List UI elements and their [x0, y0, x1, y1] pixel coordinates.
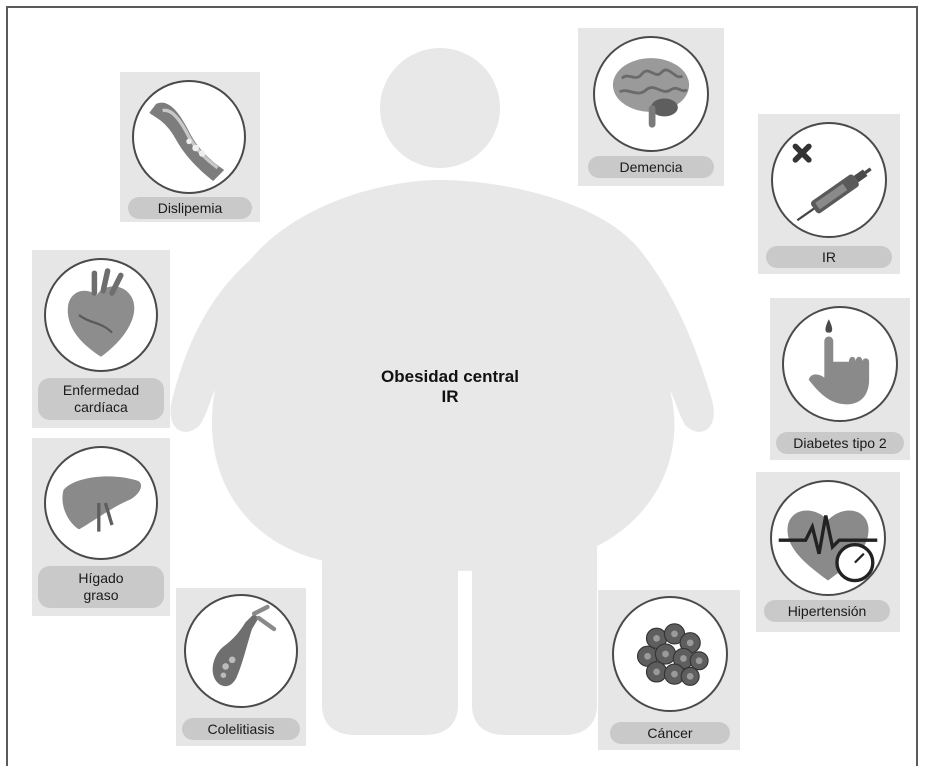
- label-higado-graso: Hígado graso: [38, 566, 164, 608]
- heart-gauge-icon: [770, 480, 886, 596]
- insulin-syringe-icon: [771, 122, 887, 238]
- silhouette-right-leg: [472, 540, 597, 735]
- card-demencia: Demencia: [578, 28, 724, 186]
- card-higado-graso: Hígado graso: [32, 438, 170, 616]
- brain-icon: [593, 36, 709, 152]
- label-hipertension: Hipertensión: [764, 600, 890, 622]
- silhouette-left-leg: [322, 540, 458, 735]
- card-diabetes: Diabetes tipo 2: [770, 298, 910, 460]
- center-title: Obesidad central IR: [300, 367, 600, 407]
- label-dislipemia: Dislipemia: [128, 197, 252, 219]
- label-cancer: Cáncer: [610, 722, 730, 744]
- heart-icon: [44, 258, 158, 372]
- card-enfermedad-cardiaca: Enfermedad cardíaca: [32, 250, 170, 428]
- center-title-line1: Obesidad central: [300, 367, 600, 387]
- label-demencia: Demencia: [588, 156, 714, 178]
- center-title-line2: IR: [300, 387, 600, 407]
- finger-blood-drop-icon: [782, 306, 898, 422]
- blood-vessel-icon: [132, 80, 246, 194]
- label-enfermedad-cardiaca: Enfermedad cardíaca: [38, 378, 164, 420]
- cancer-cells-icon: [612, 596, 728, 712]
- label-colelitiasis: Colelitiasis: [182, 718, 300, 740]
- label-ir: IR: [766, 246, 892, 268]
- liver-icon: [44, 446, 158, 560]
- card-cancer: Cáncer: [598, 590, 740, 750]
- label-diabetes: Diabetes tipo 2: [776, 432, 904, 454]
- silhouette-head: [380, 48, 500, 168]
- gallbladder-icon: [184, 594, 298, 708]
- card-colelitiasis: Colelitiasis: [176, 588, 306, 746]
- card-hipertension: Hipertensión: [756, 472, 900, 632]
- card-dislipemia: Dislipemia: [120, 72, 260, 222]
- card-ir: IR: [758, 114, 900, 274]
